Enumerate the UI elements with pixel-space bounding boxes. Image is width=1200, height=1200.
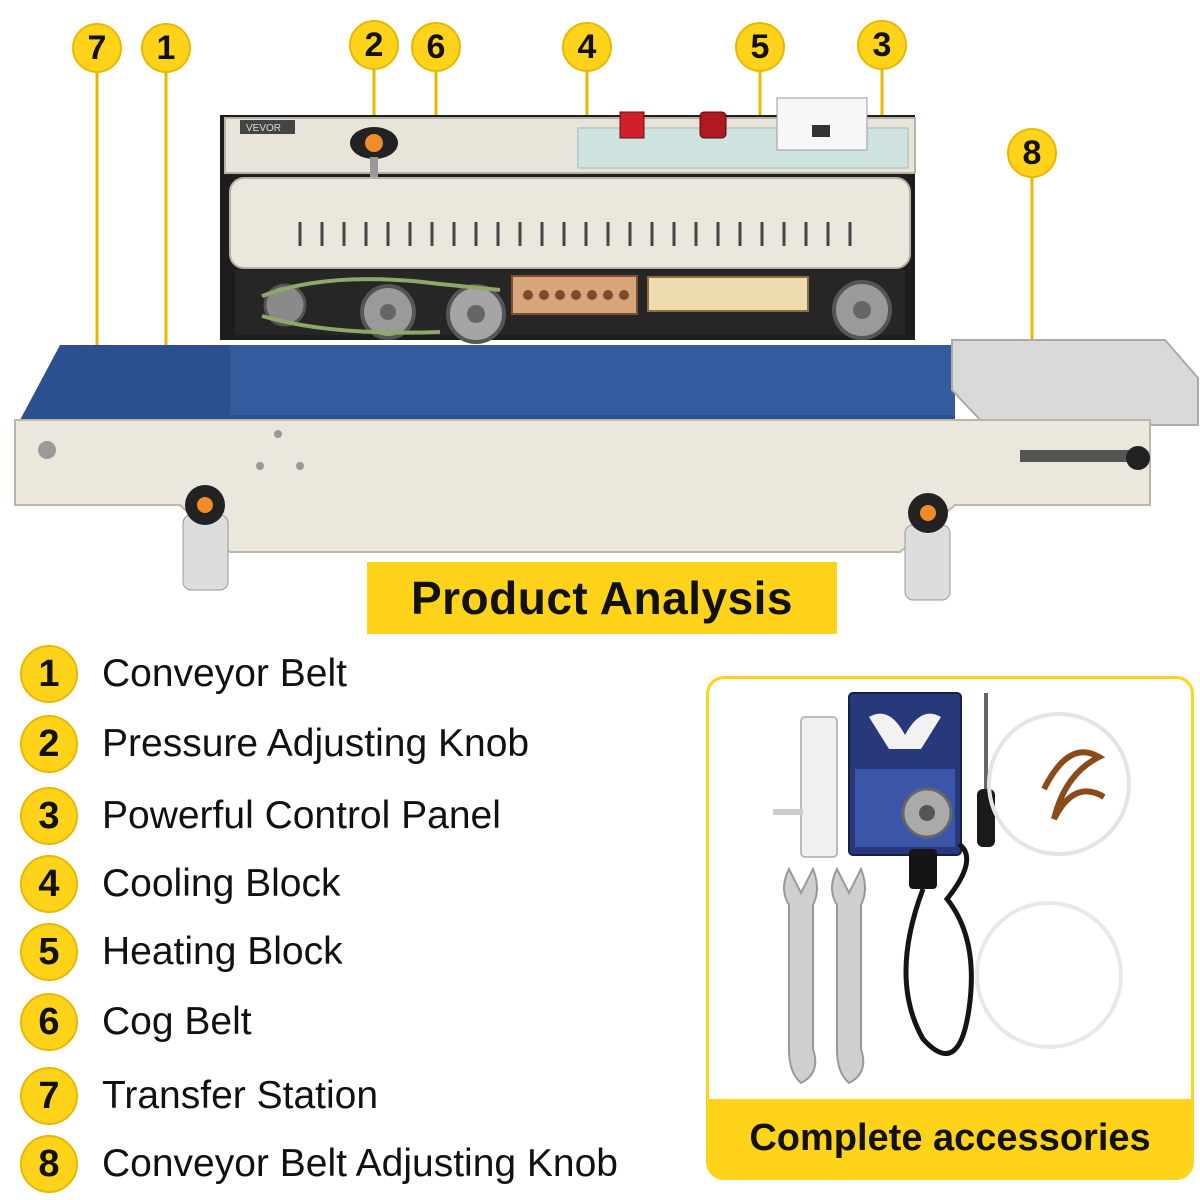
temperature-meter — [776, 97, 868, 151]
legend-item: 4 Cooling Block — [20, 852, 340, 916]
legend-item: 7 Transfer Station — [20, 1064, 378, 1128]
title-banner: Product Analysis — [367, 562, 837, 634]
legend-label: Heating Block — [102, 930, 343, 973]
pressure-knob-icon — [350, 127, 398, 187]
cog-belt — [261, 277, 501, 298]
vented-cover — [229, 177, 911, 269]
legend-label: Conveyor Belt Adjusting Knob — [102, 1142, 618, 1185]
callout-badge-4: 4 — [562, 22, 612, 72]
legend-item: 3 Powerful Control Panel — [20, 784, 501, 848]
power-switch-icon — [619, 111, 645, 139]
callout-badge-1: 1 — [141, 23, 191, 73]
legend-number-badge: 1 — [20, 645, 78, 703]
callout-badge-8: 8 — [1007, 128, 1057, 178]
legend-label: Transfer Station — [102, 1074, 379, 1117]
legend-number-badge: 3 — [20, 787, 78, 845]
belt-adjusting-knob-icon — [1020, 446, 1150, 470]
foot-knob-right-icon — [904, 493, 951, 601]
accessories-caption-text: Complete accessories — [749, 1116, 1151, 1159]
base-frame — [14, 419, 1151, 553]
accessories-caption: Complete accessories — [709, 1099, 1191, 1177]
roller-assembly — [235, 270, 905, 344]
legend-number-badge: 8 — [20, 1135, 78, 1193]
legend-number-badge: 6 — [20, 993, 78, 1051]
power-cord-icon — [903, 842, 974, 1057]
legend-label: Powerful Control Panel — [102, 794, 501, 837]
legend-item: 8 Conveyor Belt Adjusting Knob — [20, 1132, 618, 1196]
vent-slots — [298, 222, 852, 246]
callout-badge-6: 6 — [411, 22, 461, 72]
legend-label: Conveyor Belt — [102, 652, 347, 695]
heating-block — [647, 276, 809, 312]
accessories-illustration — [773, 692, 1131, 1085]
callout-badge-3: 3 — [857, 20, 907, 70]
legend-item: 2 Pressure Adjusting Knob — [20, 712, 529, 776]
callout-badge-2: 2 — [349, 20, 399, 70]
legend-item: 1 Conveyor Belt — [20, 642, 347, 706]
legend-number-badge: 2 — [20, 715, 78, 773]
legend-number-badge: 7 — [20, 1067, 78, 1125]
foot-knob-left-icon — [182, 485, 229, 591]
spare-parts-case-icon — [848, 692, 962, 856]
legend-number-badge: 4 — [20, 855, 78, 913]
legend-label: Cooling Block — [102, 862, 341, 905]
wrench-icon — [831, 866, 866, 1085]
belt-ring-icon — [975, 901, 1123, 1049]
legend-number-badge: 5 — [20, 923, 78, 981]
callout-badge-7: 7 — [72, 23, 122, 73]
speed-knob-icon — [699, 111, 727, 139]
legend-item: 6 Cog Belt — [20, 990, 252, 1054]
guide-plate-icon — [773, 716, 838, 858]
output-tray — [951, 339, 1199, 426]
legend-label: Pressure Adjusting Knob — [102, 722, 530, 765]
sealer-machine-illustration: VEVOR — [14, 68, 1199, 601]
ptfe-belt-ring-icon — [987, 712, 1131, 856]
legend-item: 5 Heating Block — [20, 920, 343, 984]
wrench-icon — [783, 866, 818, 1085]
accessories-panel: Complete accessories — [706, 676, 1194, 1180]
brand-plate: VEVOR — [246, 123, 281, 134]
callout-badge-5: 5 — [735, 22, 785, 72]
legend-label: Cog Belt — [102, 1000, 252, 1043]
page-title: Product Analysis — [410, 572, 794, 624]
